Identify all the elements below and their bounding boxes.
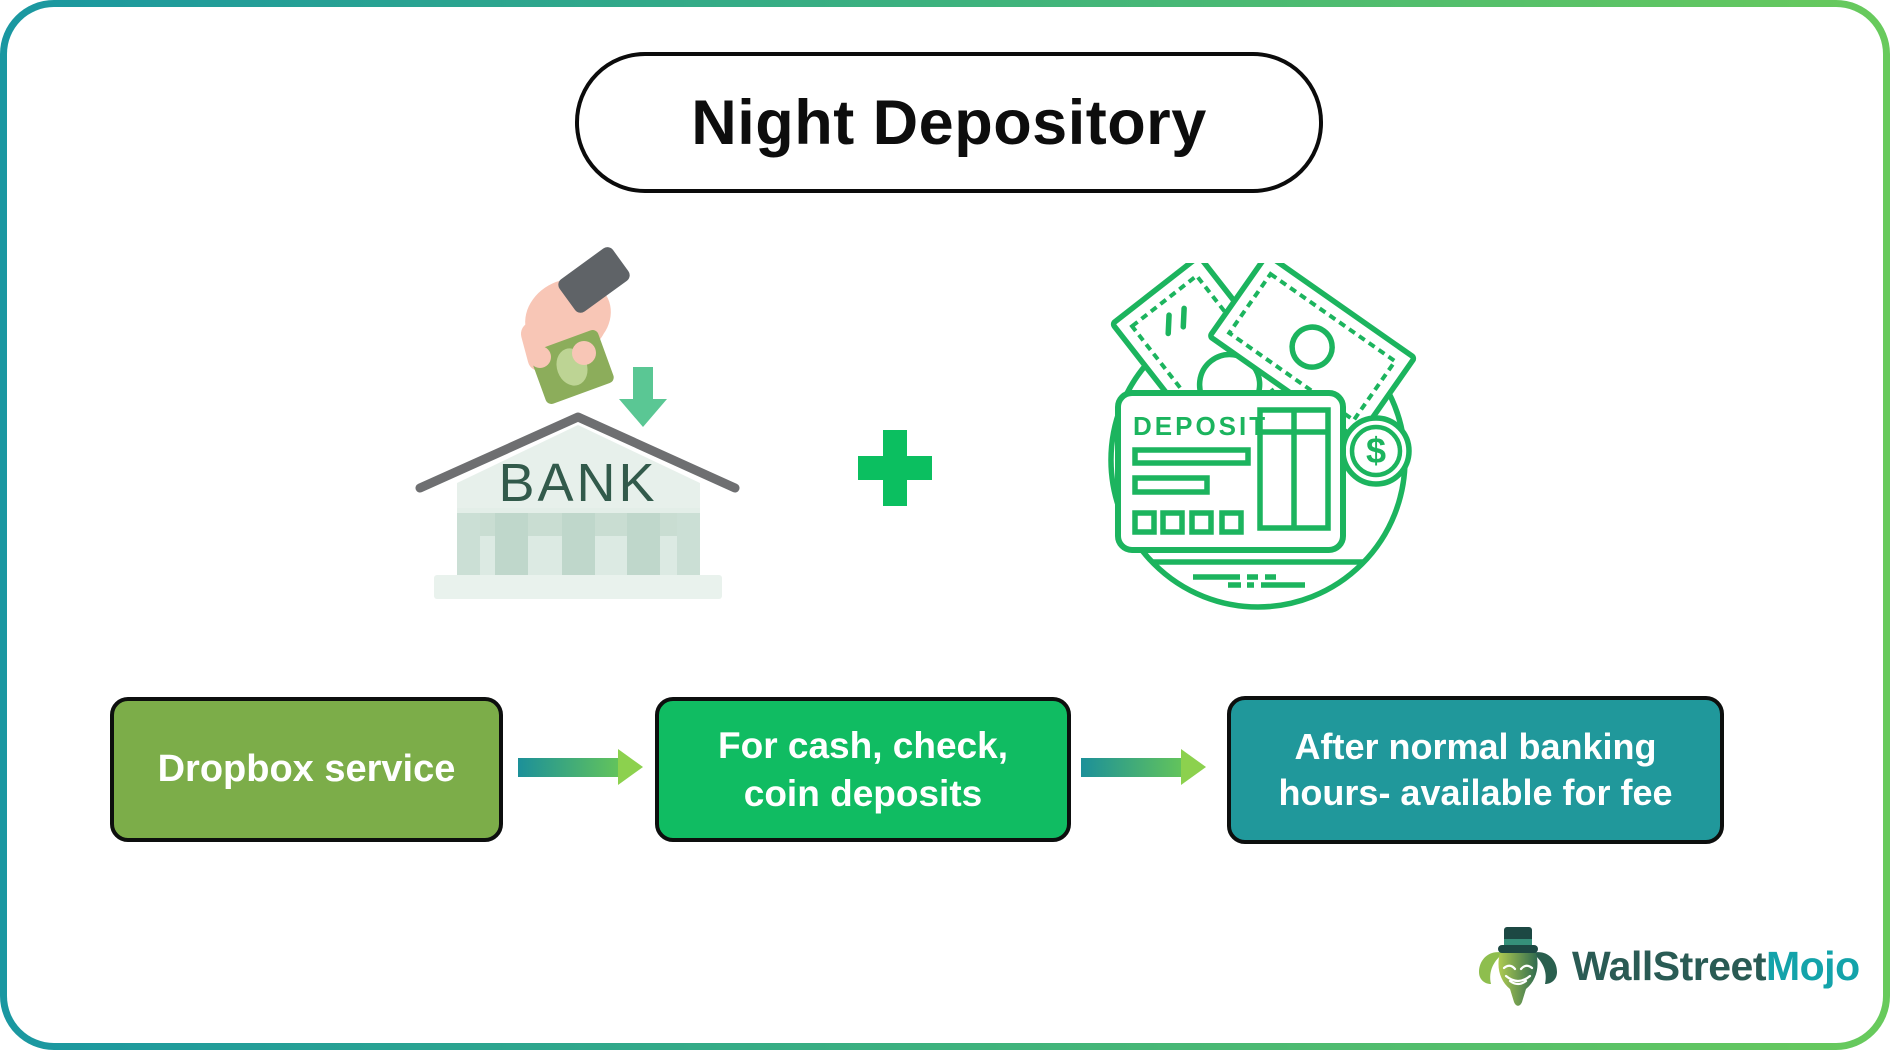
bank-columns — [457, 508, 700, 575]
deposit-slip-icon — [1115, 390, 1346, 553]
gradient-right-arrow-icon — [1081, 749, 1206, 785]
bank-pediment — [457, 425, 700, 508]
down-arrow-icon — [619, 367, 667, 427]
brand-wordmark: WallStreetMojo — [1572, 943, 1860, 990]
infographic-background — [7, 7, 1883, 1043]
wallstreetmojo-logo: WallStreetMojo — [1476, 922, 1860, 1010]
step-label-line2: coin deposits — [743, 772, 983, 814]
page-title: Night Depository — [691, 87, 1207, 158]
bank-base — [434, 575, 722, 599]
flow-step-after-hours: After normal banking hours- available fo… — [1227, 696, 1724, 844]
hand-depositing-cash-icon — [520, 247, 630, 404]
deposit-dashes — [1193, 574, 1305, 588]
brand-primary: WallStreet — [1572, 942, 1766, 989]
coin-dollar-symbol: $ — [1366, 430, 1386, 471]
bank-sign-text: BANK — [498, 453, 657, 513]
wallstreetmojo-bull-icon — [1479, 927, 1557, 1006]
step-label-line2: hours- available for fee — [1278, 772, 1673, 813]
brand-accent: Mojo — [1765, 942, 1860, 989]
bank-deposit-illustration: BANK — [415, 247, 740, 599]
deposit-slip-illustration: $ DEPOSIT — [1108, 263, 1417, 610]
plus-icon — [858, 430, 932, 506]
gradient-right-arrow-icon — [518, 749, 643, 785]
flow-step-dropbox-service: Dropbox service — [110, 697, 503, 842]
bank-roof — [415, 412, 740, 493]
deposit-heading: DEPOSIT — [1133, 411, 1268, 441]
step-label-line1: After normal banking — [1294, 725, 1657, 767]
step-label-line1: For cash, check, — [718, 725, 1008, 767]
step-label: Dropbox service — [157, 748, 456, 791]
title-pill: Night Depository — [575, 52, 1323, 193]
flow-step-cash-check-coin: For cash, check, coin deposits — [655, 697, 1071, 842]
